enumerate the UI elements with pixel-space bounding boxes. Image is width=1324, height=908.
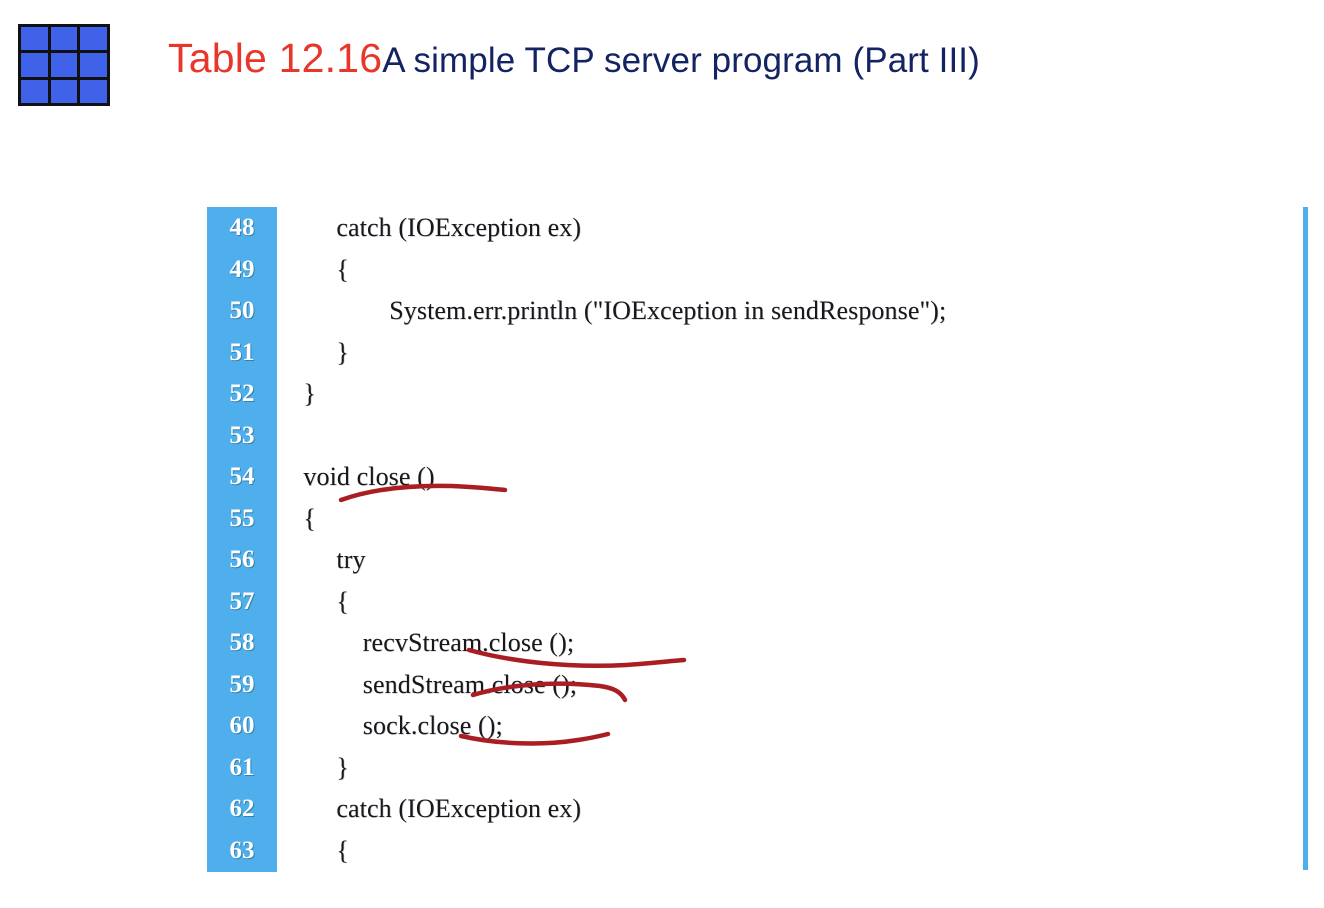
line-number: 54 xyxy=(229,463,255,490)
line-number: 59 xyxy=(229,670,255,698)
code-line: } xyxy=(277,337,349,367)
slide-header: Table 12.16A simple TCP server program (… xyxy=(0,0,1324,130)
grid-cell xyxy=(80,53,107,77)
code-line: void close () xyxy=(277,462,435,491)
code-line: sock.close (); xyxy=(277,711,503,740)
page-title-text: A simple TCP server program (Part III) xyxy=(382,41,980,80)
code-line: sendStream.close (); xyxy=(277,669,578,699)
grid-cell xyxy=(80,79,107,103)
line-number: 62 xyxy=(229,795,255,822)
line-number: 57 xyxy=(229,587,255,615)
line-number: 55 xyxy=(229,504,255,532)
grid-cell xyxy=(21,53,48,77)
code-line: catch (IOException ex) xyxy=(277,213,582,242)
line-number: 56 xyxy=(229,546,255,573)
code-line: { xyxy=(277,586,349,616)
code-line: } xyxy=(277,379,316,408)
line-number: 49 xyxy=(229,255,255,283)
code-line: try xyxy=(277,545,366,574)
line-number-gutter: 48 49 50 51 52 53 54 55 56 57 58 59 60 61 62 63 xyxy=(207,207,277,872)
line-number: 52 xyxy=(229,380,255,407)
page-title: Table 12.16A simple TCP server program (… xyxy=(168,38,980,79)
grid-cell xyxy=(50,53,78,77)
code-line xyxy=(277,415,1307,457)
code-line: recvStream.close (); xyxy=(277,628,575,657)
line-number: 61 xyxy=(229,753,255,781)
line-number: 51 xyxy=(229,338,255,366)
line-number: 50 xyxy=(229,297,255,324)
code-line: { xyxy=(277,254,349,284)
line-number: 60 xyxy=(229,712,255,739)
code-line: catch (IOException ex) xyxy=(277,794,582,823)
right-vertical-rule xyxy=(1303,207,1308,870)
grid-cell xyxy=(80,27,107,51)
line-number: 53 xyxy=(229,421,255,449)
code-line: { xyxy=(277,503,316,533)
line-number: 63 xyxy=(229,836,255,864)
line-number: 58 xyxy=(229,629,255,656)
grid-3x3-icon xyxy=(18,24,110,106)
grid-cell xyxy=(21,79,48,103)
code-line: { xyxy=(277,835,349,865)
grid-cell xyxy=(50,27,78,51)
grid-cell xyxy=(21,27,48,51)
line-number: 48 xyxy=(229,214,255,241)
code-line: System.err.println ("IOException in send… xyxy=(277,296,947,325)
code-line: } xyxy=(277,752,349,782)
page-title-number: Table 12.16 xyxy=(168,35,383,81)
code-text-column: catch (IOException ex) { System.err.prin… xyxy=(277,207,1307,872)
grid-cell xyxy=(50,79,78,103)
code-listing: 48 49 50 51 52 53 54 55 56 57 58 59 60 61 62 63 catch (… xyxy=(207,207,1307,872)
